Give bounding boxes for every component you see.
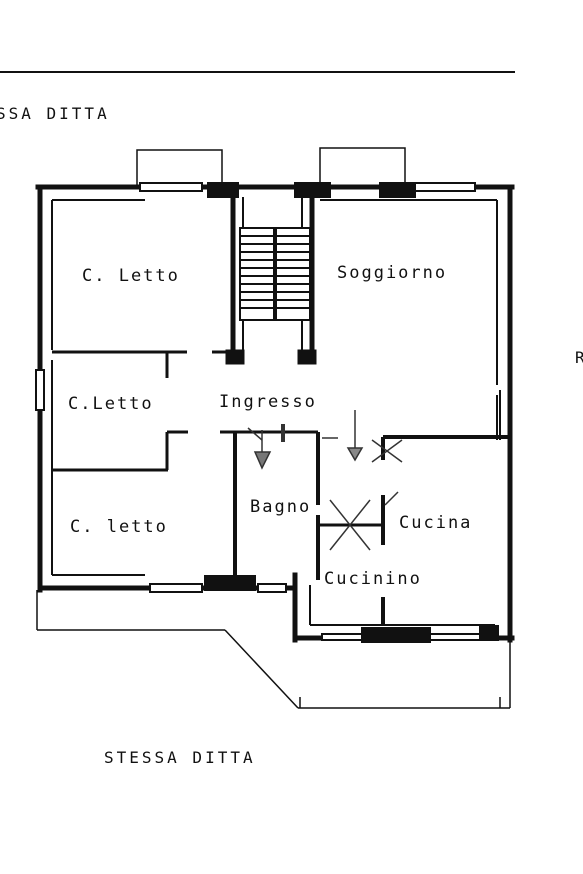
kitchen-partitions [318, 390, 510, 625]
header-text: SSA DITTA [0, 104, 110, 123]
stairs [225, 190, 317, 365]
bedroom-partitions [35, 350, 232, 575]
terrace-outline [36, 590, 511, 709]
right-edge-text: R [575, 348, 583, 367]
room-label-cucina: Cucina [399, 513, 473, 533]
balcony-left [136, 149, 223, 185]
inner-wall-lines [51, 199, 498, 626]
room-label-cucinino: Cucinino [324, 569, 422, 589]
room-label-camera-letto-2: C.Letto [68, 394, 154, 414]
balcony-right [319, 147, 406, 185]
room-label-ingresso: Ingresso [219, 392, 317, 412]
top-windows [139, 182, 476, 198]
room-label-bagno: Bagno [250, 497, 312, 517]
room-label-soggiorno: Soggiorno [337, 263, 448, 283]
footer-text: STESSA DITTA [104, 748, 256, 767]
room-label-camera-letto-3: C. letto [70, 517, 168, 537]
door-marks [247, 410, 403, 551]
bottom-windows [149, 575, 499, 643]
room-label-camera-letto-1: C. Letto [82, 266, 180, 286]
